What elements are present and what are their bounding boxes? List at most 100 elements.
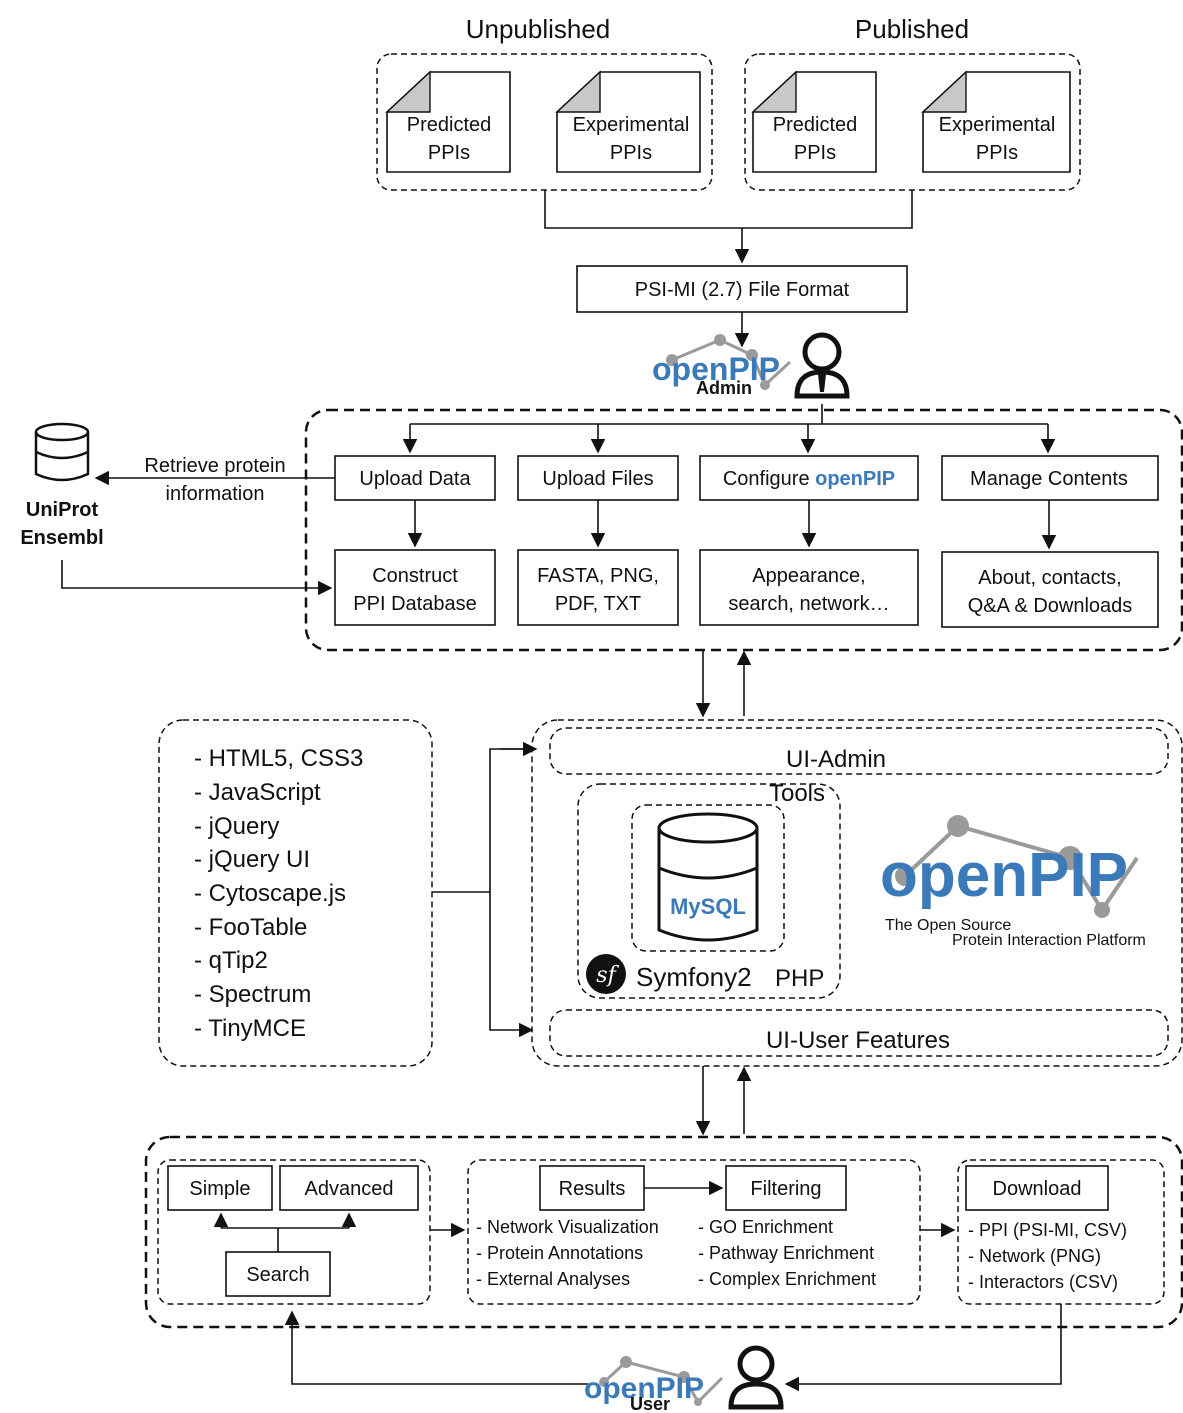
- configure-openpip-box: [699, 455, 919, 501]
- external-db-name2: Ensembl: [20, 527, 103, 549]
- search-box: [225, 1251, 331, 1297]
- search-label: Search: [246, 1264, 309, 1286]
- ui-user-label: UI-User Features: [766, 1027, 950, 1054]
- download-box: [965, 1165, 1109, 1211]
- openpip-user-logo: openPIP User: [584, 1345, 784, 1413]
- results-label: Results: [559, 1178, 626, 1200]
- download-label: Download: [993, 1178, 1082, 1200]
- results-item: - External Analyses: [476, 1269, 630, 1289]
- svg-text:sf: sf: [596, 963, 619, 988]
- main-wordmark: openPIP: [880, 841, 1128, 910]
- ui-user-bar: [549, 1009, 1169, 1057]
- sources-merge-connector: [544, 190, 913, 229]
- results-item: - Network Visualization: [476, 1217, 659, 1237]
- tech-item: - jQuery: [194, 813, 279, 840]
- arrow-db-to-construct: [61, 560, 333, 596]
- appearance-line2: search, network…: [728, 593, 889, 615]
- configure-openpip-label: Configure openPIP: [723, 468, 895, 490]
- admin-fanout-connector: [410, 404, 1048, 425]
- doc-unpub-predicted: Predicted PPIs: [385, 70, 511, 173]
- tech-item: - Cytoscape.js: [194, 880, 346, 907]
- tech-list: - HTML5, CSS3 - JavaScript - jQuery - jQ…: [194, 745, 363, 1042]
- search-fork-connector: [221, 1227, 349, 1252]
- tools-label: Tools: [769, 780, 825, 807]
- network-nodes-icon: [599, 1356, 724, 1406]
- format-box-label: PSI-MI (2.7) File Format: [635, 279, 850, 301]
- openpip-main-logo: openPIP The Open Source Protein Interact…: [880, 815, 1146, 949]
- mysql-database-icon: [657, 812, 759, 942]
- doc-line1: Experimental: [939, 114, 1056, 136]
- tools-box: [577, 783, 841, 999]
- openpip-admin-logo: openPIP Admin: [652, 332, 850, 399]
- contents-box: [941, 551, 1159, 628]
- contents-line1: About, contacts,: [978, 567, 1121, 589]
- doc-line2: PPIs: [610, 142, 652, 164]
- filtering-label: Filtering: [750, 1178, 821, 1200]
- construct-db-box: [334, 549, 496, 626]
- manage-contents-label: Manage Contents: [970, 468, 1128, 490]
- advanced-label: Advanced: [305, 1178, 394, 1200]
- tech-item: - TinyMCE: [194, 1015, 306, 1042]
- mysql-label: MySQL: [670, 894, 746, 919]
- arrow-download-to-user: [784, 1304, 1062, 1392]
- construct-db-line1: Construct: [372, 565, 458, 587]
- tech-list-box: [158, 719, 433, 1067]
- upload-data-label: Upload Data: [359, 468, 471, 490]
- filtering-box: [725, 1165, 847, 1211]
- download-item: - Network (PNG): [968, 1246, 1101, 1266]
- admin-section: [304, 408, 1183, 652]
- main-tagline2: Protein Interaction Platform: [952, 932, 1146, 949]
- tech-to-ui-connector: [432, 748, 532, 893]
- tech-item: - qTip2: [194, 947, 268, 974]
- results-box: [539, 1165, 645, 1211]
- simple-label: Simple: [189, 1178, 250, 1200]
- simple-box: [167, 1165, 273, 1211]
- tech-to-ui-user-connector: [489, 892, 534, 1038]
- network-nodes-icon: [895, 815, 1139, 918]
- appearance-line1: Appearance,: [752, 565, 865, 587]
- doc-line2: PPIs: [794, 142, 836, 164]
- download-item: - PPI (PSI-MI, CSV): [968, 1220, 1127, 1240]
- retrieve-line2: information: [166, 483, 265, 505]
- file-types-line1: FASTA, PNG,: [537, 565, 659, 587]
- user-person-icon: [728, 1345, 784, 1410]
- platform-section: [531, 719, 1183, 1067]
- upload-files-label: Upload Files: [542, 468, 653, 490]
- tech-item: - FooTable: [194, 914, 307, 941]
- advanced-box: [279, 1165, 419, 1211]
- configure-brand: openPIP: [815, 468, 895, 490]
- filtering-item: - Pathway Enrichment: [698, 1243, 874, 1263]
- php-label: PHP: [775, 965, 824, 992]
- doc-line2: PPIs: [428, 142, 470, 164]
- contents-line2: Q&A & Downloads: [968, 595, 1133, 617]
- mysql-box: [631, 804, 785, 952]
- ui-admin-label: UI-Admin: [786, 746, 886, 773]
- doc-line2: PPIs: [976, 142, 1018, 164]
- database-icon: [34, 422, 90, 482]
- filtering-item: - GO Enrichment: [698, 1217, 833, 1237]
- construct-db-line2: PPI Database: [353, 593, 476, 615]
- admin-wordmark: openPIP: [652, 351, 780, 387]
- external-db-name1: UniProt: [26, 499, 99, 521]
- ui-admin-bar: [549, 727, 1169, 775]
- unpublished-title: Unpublished: [466, 14, 611, 44]
- published-title: Published: [855, 14, 969, 44]
- results-item: - Protein Annotations: [476, 1243, 643, 1263]
- file-types-line2: PDF, TXT: [555, 593, 641, 615]
- download-item: - Interactors (CSV): [968, 1272, 1118, 1292]
- doc-line1: Predicted: [773, 114, 858, 136]
- user-wordmark: openPIP: [584, 1372, 704, 1405]
- doc-line1: Experimental: [573, 114, 690, 136]
- arrow-user-to-search: [284, 1310, 588, 1385]
- file-types-box: [517, 549, 679, 626]
- admin-person-icon: [794, 332, 850, 399]
- filtering-item: - Complex Enrichment: [698, 1269, 876, 1289]
- appearance-box: [699, 549, 919, 626]
- tech-item: - Spectrum: [194, 981, 311, 1008]
- retrieve-line1: Retrieve protein: [144, 455, 285, 477]
- symfony-label: Symfony2: [636, 962, 752, 992]
- admin-role: Admin: [696, 378, 752, 398]
- tech-item: - JavaScript: [194, 779, 321, 806]
- doc-unpub-experimental: Experimental PPIs: [555, 70, 701, 173]
